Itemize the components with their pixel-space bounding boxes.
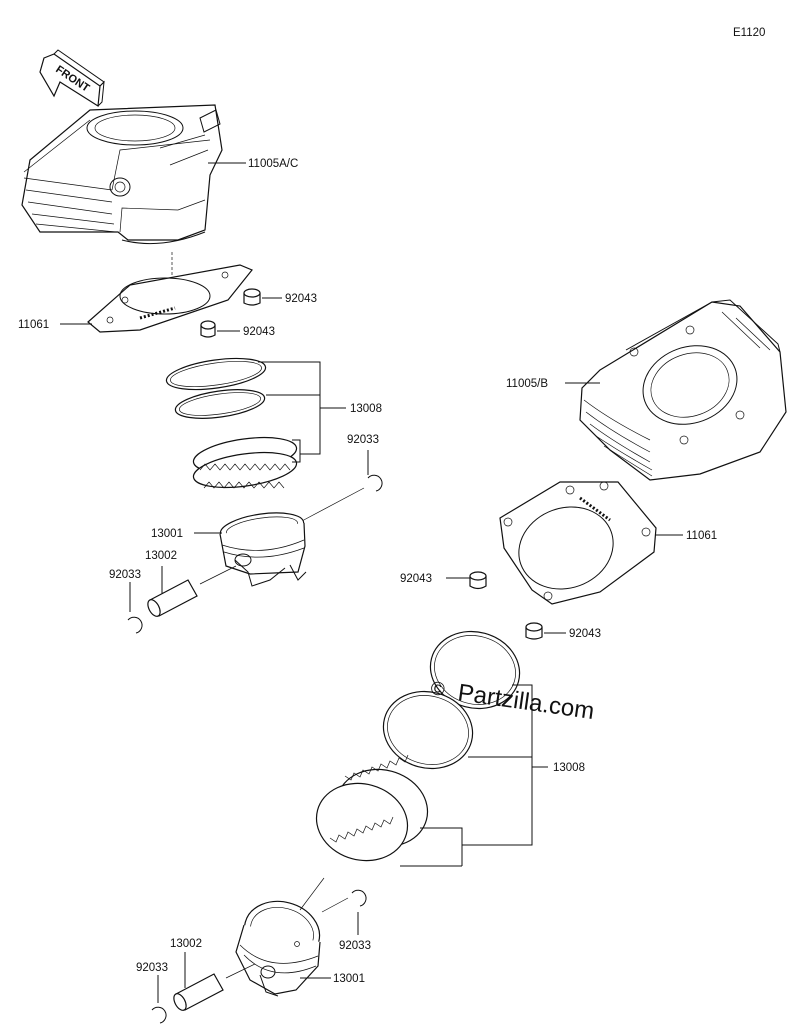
watermark-symbol: © — [429, 678, 446, 701]
cylinder-right — [579, 299, 787, 481]
callout-dowel-top-1: 92043 — [285, 293, 317, 305]
piston-pin-bottom — [173, 973, 224, 1011]
callout-dowel-top-2: 92043 — [243, 326, 275, 338]
circlip-top-left — [127, 616, 143, 634]
piston-top — [219, 512, 307, 587]
front-arrow-icon — [39, 49, 105, 108]
callout-clip-bottom-left: 92033 — [136, 962, 168, 974]
gasket-right — [499, 481, 657, 605]
callout-dowel-right-2: 92043 — [569, 628, 601, 640]
callout-rings-bottom: 13008 — [553, 762, 585, 774]
piston-rings-top — [165, 357, 298, 489]
piston-pin-top — [147, 579, 198, 617]
dowel-pin-top-1 — [243, 288, 261, 306]
piston-bottom — [235, 900, 321, 997]
callout-pin-bottom: 13002 — [170, 938, 202, 950]
circlip-bottom-right — [351, 889, 367, 907]
circlip-bottom-left — [151, 1006, 167, 1024]
callout-piston-bottom: 13001 — [333, 973, 365, 985]
dowel-pin-right-1 — [469, 571, 487, 590]
callout-clip-top-left: 92033 — [109, 569, 141, 581]
callout-clip-top-right: 92033 — [347, 434, 379, 446]
callout-cyl-right: 11005/B — [506, 378, 548, 390]
callout-cyl-top: 11005A/C — [248, 158, 298, 170]
circlip-top-right — [367, 474, 383, 492]
callout-gasket-top: 11061 — [18, 319, 49, 331]
dowel-pin-top-2 — [200, 320, 216, 338]
callout-pin-top: 13002 — [145, 550, 177, 562]
callout-gasket-right: 11061 — [686, 530, 717, 542]
callout-piston-top: 13001 — [151, 528, 183, 540]
piston-rings-bottom — [315, 630, 521, 862]
watermark-text: Partzilla.com — [456, 679, 596, 725]
cylinder-top — [21, 104, 223, 245]
callout-rings-top: 13008 — [350, 403, 382, 415]
gasket-top — [87, 264, 253, 333]
callout-clip-bottom-right: 92033 — [339, 940, 371, 952]
dowel-pin-right-2 — [525, 622, 543, 640]
diagram-code: E1120 — [733, 27, 765, 39]
callout-dowel-right-1: 92043 — [400, 573, 432, 585]
